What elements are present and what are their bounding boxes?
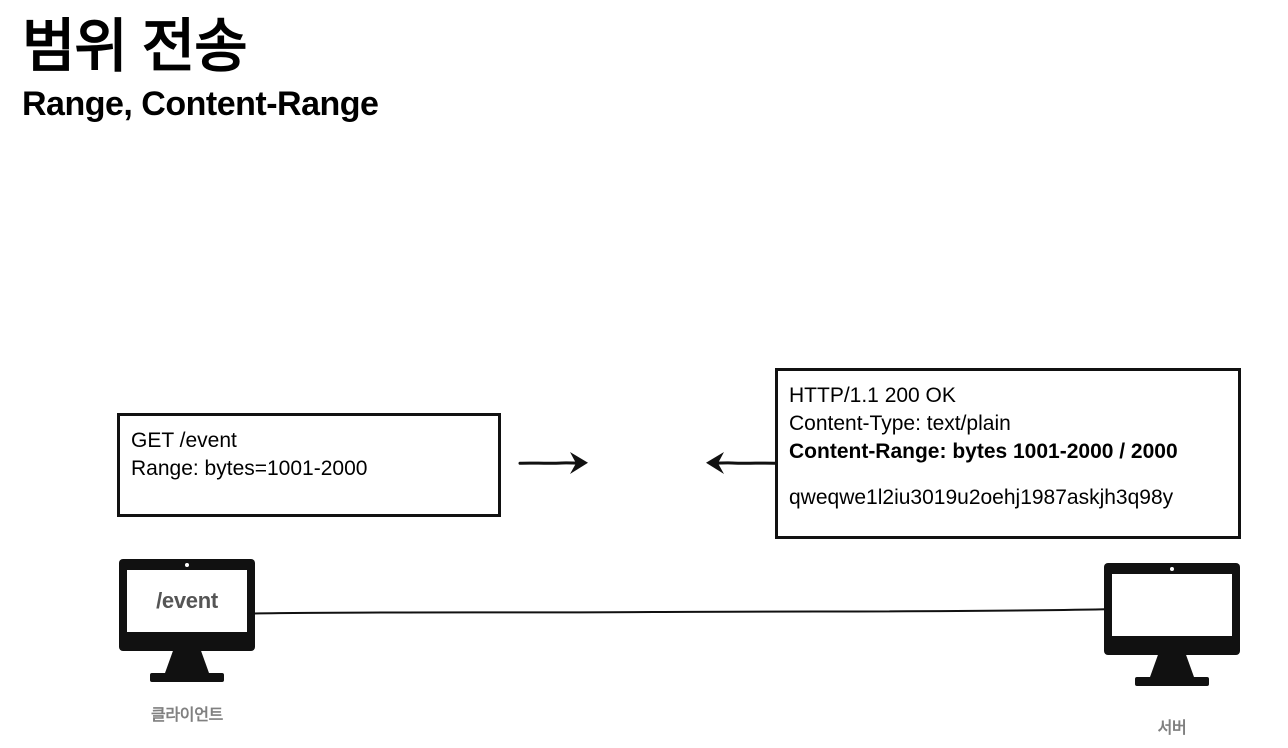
response-line-status: HTTP/1.1 200 OK (789, 384, 956, 407)
camera-dot-icon (185, 563, 189, 567)
client-screen-path-label: /event (156, 588, 218, 613)
client-caption-label: 클라이언트 (150, 707, 224, 724)
client-monitor-stand-neck (165, 651, 209, 673)
slide-title-block: 범위 전송 Range, Content-Range (22, 14, 379, 124)
client-monitor: /event 클라이언트 (119, 559, 255, 725)
http-request-box: GET /event Range: bytes=1001-2000 (117, 413, 501, 517)
response-line-content-type: Content-Type: text/plain (789, 412, 1011, 435)
response-line-content-range: Content-Range: bytes 1001-2000 / 2000 (789, 440, 1178, 463)
server-monitor-stand-base (1135, 677, 1209, 686)
http-response-box: HTTP/1.1 200 OK Content-Type: text/plain… (775, 368, 1241, 539)
request-arrow-right-icon (518, 448, 600, 478)
response-arrow-left-icon (688, 448, 778, 478)
page-title-korean: 범위 전송 (22, 14, 248, 79)
client-monitor-stand-base (150, 673, 224, 682)
server-monitor-bezel (1104, 563, 1240, 655)
request-line-method: GET /event (131, 429, 237, 452)
client-server-connection-line (253, 604, 1105, 618)
response-body-spacer (789, 466, 1238, 484)
camera-dot-icon (1170, 567, 1174, 571)
client-monitor-bezel: /event (119, 559, 255, 651)
request-line-range-header: Range: bytes=1001-2000 (131, 457, 368, 480)
server-monitor-screen (1112, 574, 1232, 636)
server-monitor: 서버 (1104, 563, 1240, 738)
page-subtitle-english: Range, Content-Range (22, 84, 379, 123)
client-monitor-screen: /event (127, 570, 247, 632)
server-monitor-stand-neck (1150, 655, 1194, 677)
response-line-body: qweqwe1l2iu3019u2oehj1987askjh3q98y (789, 486, 1174, 509)
server-caption-label: 서버 (1157, 720, 1187, 737)
